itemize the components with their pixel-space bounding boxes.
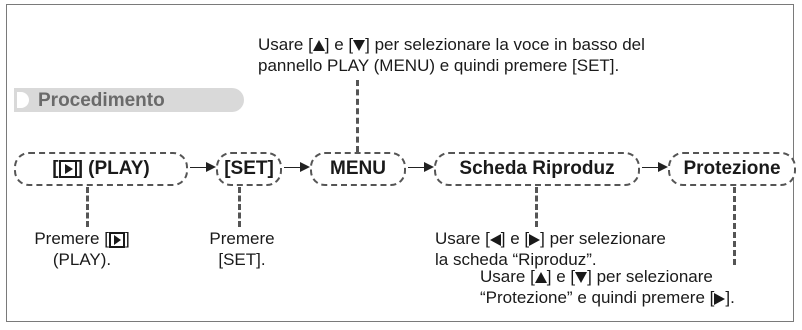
step-tab-box bbox=[434, 152, 640, 186]
set-connector bbox=[238, 187, 241, 227]
step-tab: Scheda Riproduz bbox=[459, 158, 615, 179]
tab-instruction-note: Usare [] e [] per selezionare la scheda … bbox=[435, 229, 666, 269]
procedure-tab bbox=[14, 88, 244, 112]
up-arrow-icon bbox=[534, 272, 547, 284]
step-play: [] (PLAY) bbox=[52, 158, 150, 179]
right-arrow-icon bbox=[529, 233, 541, 246]
up-arrow-icon bbox=[312, 40, 325, 52]
protect-instruction-note: Usare [] e [] per selezionare “Protezion… bbox=[480, 267, 735, 307]
step-protect: Protezione bbox=[683, 158, 781, 179]
play-connector bbox=[86, 187, 89, 227]
flow-arrow-3 bbox=[408, 162, 434, 172]
flow-arrow-1 bbox=[190, 162, 216, 172]
step-protect-box bbox=[668, 152, 796, 186]
step-set-box bbox=[216, 152, 282, 186]
step-menu: MENU bbox=[330, 158, 386, 179]
protect-connector bbox=[733, 187, 736, 265]
menu-connector bbox=[356, 80, 359, 152]
play-instruction-note: Premere [] (PLAY). bbox=[34, 229, 130, 269]
play-button-icon bbox=[108, 231, 125, 248]
step-play-box bbox=[14, 152, 188, 186]
flow-arrow-2 bbox=[284, 162, 310, 172]
step-menu-box bbox=[310, 152, 406, 186]
down-arrow-icon bbox=[575, 272, 588, 284]
set-instruction-note: Premere [SET]. bbox=[209, 229, 275, 269]
play-button-icon bbox=[58, 159, 77, 178]
menu-instruction-note: Usare [] e [] per selezionare la voce in… bbox=[258, 35, 645, 75]
tab-connector bbox=[535, 187, 538, 227]
right-arrow-icon bbox=[714, 292, 726, 305]
step-set: [SET] bbox=[224, 158, 274, 179]
left-arrow-icon bbox=[489, 233, 501, 246]
down-arrow-icon bbox=[353, 40, 366, 52]
flow-arrow-4 bbox=[642, 162, 668, 172]
procedure-tab-notch bbox=[17, 92, 29, 108]
procedure-label: Procedimento bbox=[38, 90, 165, 111]
